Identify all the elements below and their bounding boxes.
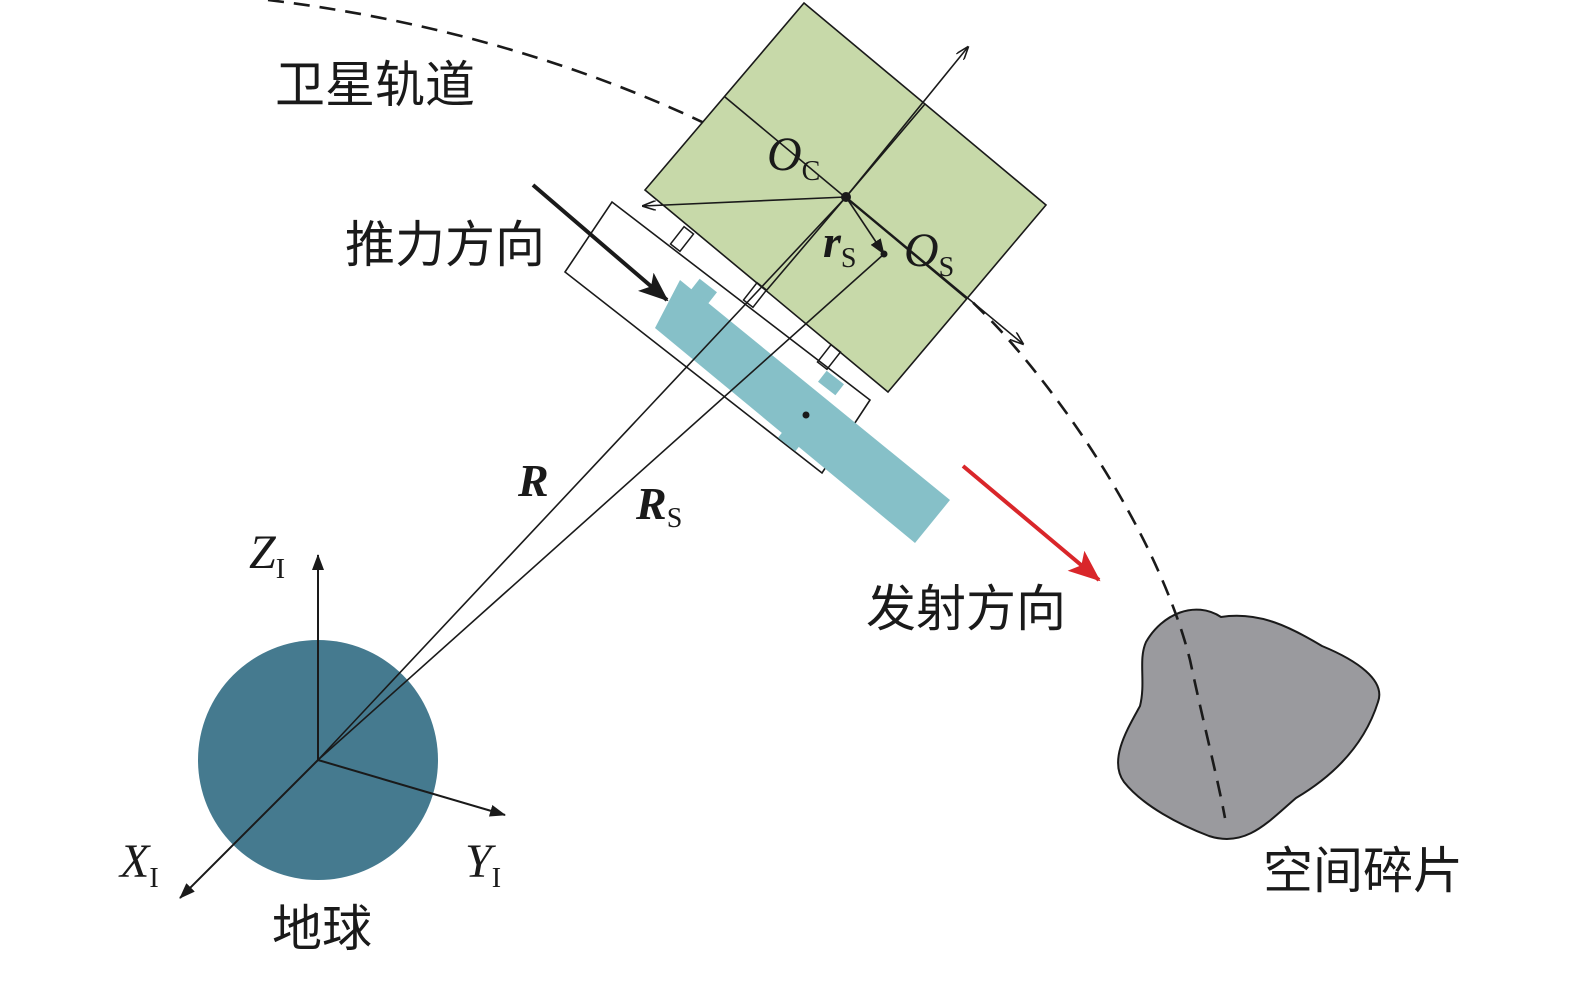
label-RS-main: R xyxy=(635,478,667,529)
bracket-3 xyxy=(816,343,842,371)
label-rs-small-main: r xyxy=(823,216,842,267)
label-ZI-main: Z xyxy=(249,526,277,579)
label-rs-small: rS xyxy=(823,216,856,274)
payload-center-dot xyxy=(802,411,810,419)
label-XI-sub: I xyxy=(149,863,158,894)
oc-axis-up xyxy=(845,47,968,198)
axis-x xyxy=(179,759,319,899)
oc-axis-left xyxy=(643,196,847,206)
payload-notch-3 xyxy=(778,426,804,452)
launch-direction-arrow xyxy=(961,464,1101,582)
label-launch-direction: 发射方向 xyxy=(866,580,1066,638)
label-earth: 地球 xyxy=(272,900,372,958)
label-R: R xyxy=(517,455,549,506)
vector-R xyxy=(317,196,847,761)
launcher-frame xyxy=(563,200,872,475)
launched-payload xyxy=(655,280,950,543)
label-os-main: O xyxy=(904,224,939,277)
label-RS: RS xyxy=(635,478,682,534)
oc-axis-right xyxy=(845,196,1023,344)
axis-y xyxy=(317,759,506,817)
label-os: OS xyxy=(904,224,954,283)
label-thrust-direction: 推力方向 xyxy=(345,216,545,274)
label-rs-small-sub: S xyxy=(841,243,857,274)
payload-notch-2 xyxy=(818,370,844,396)
label-YI: YI xyxy=(465,835,501,894)
space-debris-shape xyxy=(1117,608,1381,841)
label-ZI: ZI xyxy=(249,526,285,585)
label-space-debris: 空间碎片 xyxy=(1263,842,1463,900)
payload-notch-1 xyxy=(691,278,717,304)
label-oc: OC xyxy=(767,128,820,187)
label-XI: XI xyxy=(118,835,159,894)
label-YI-main: Y xyxy=(465,835,496,888)
label-oc-main: O xyxy=(767,128,802,181)
os-point xyxy=(880,250,888,258)
vector-RS xyxy=(317,253,885,761)
label-os-sub: S xyxy=(939,252,955,283)
vector-rs xyxy=(845,196,885,255)
label-RS-sub: S xyxy=(667,503,683,534)
thrust-direction-arrow xyxy=(531,183,669,302)
label-ZI-sub: I xyxy=(276,554,285,585)
label-XI-main: X xyxy=(118,835,151,888)
bracket-1 xyxy=(669,225,695,253)
label-oc-sub: C xyxy=(802,156,821,187)
satellite-orbit-arc xyxy=(267,0,1227,819)
label-R-main: R xyxy=(517,455,549,506)
label-orbit: 卫星轨道 xyxy=(275,56,475,114)
label-YI-sub: I xyxy=(492,863,501,894)
